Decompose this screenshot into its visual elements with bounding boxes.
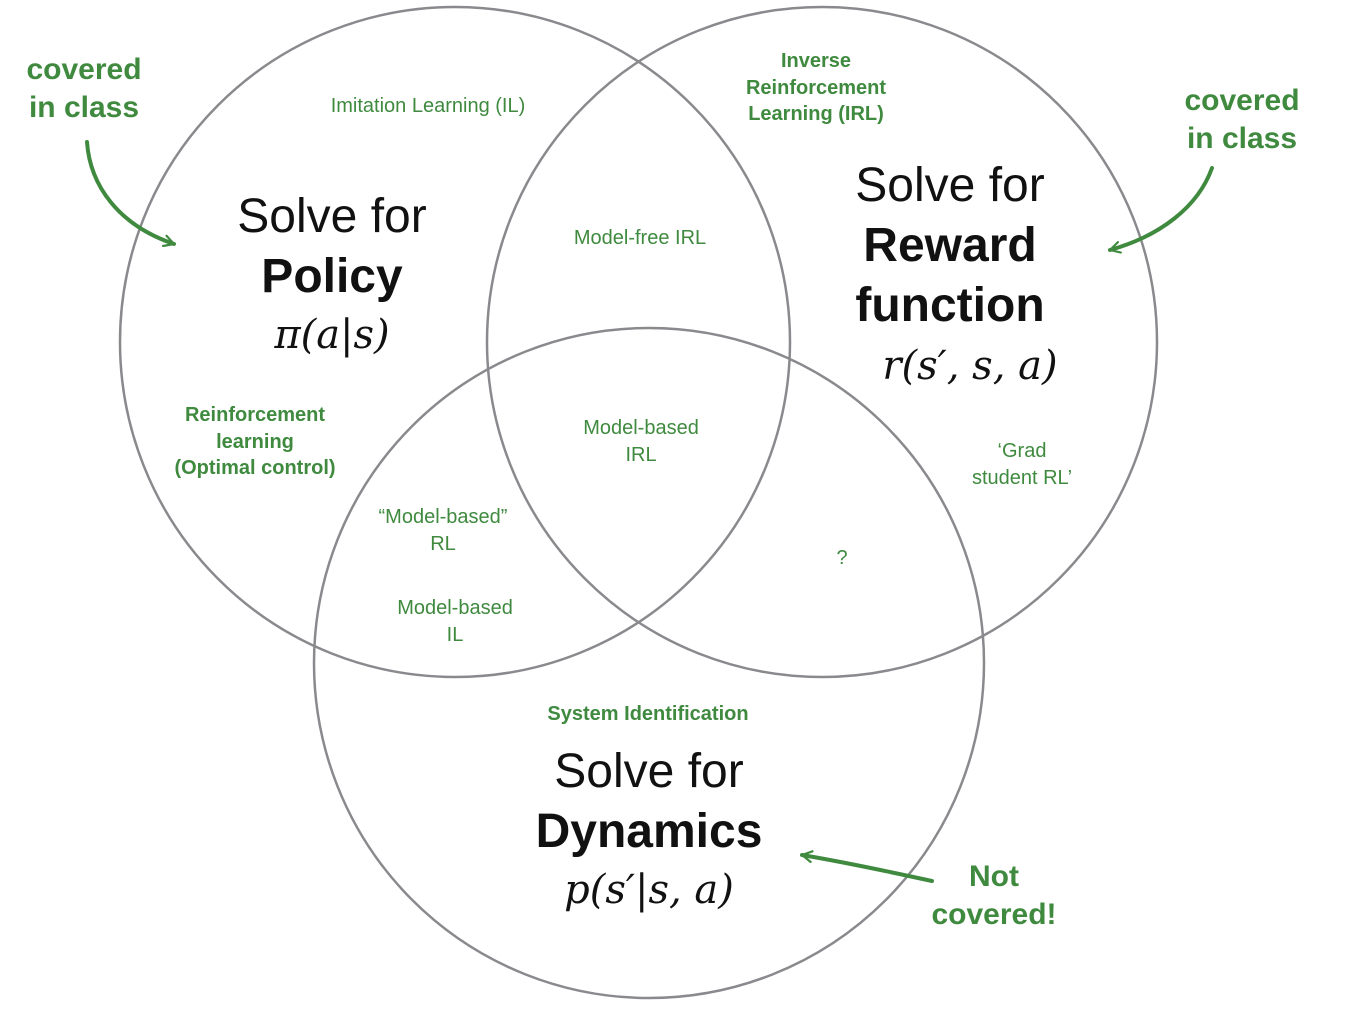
left-arrow-icon	[85, 140, 176, 248]
policy-title: Policy	[261, 250, 403, 303]
region-model-based-rl: “Model-based” RL	[378, 506, 508, 555]
region-inverse-rl: Inverse Reinforcement Learning (IRL)	[745, 50, 887, 126]
dynamics-formula: p(s′|s, a)	[564, 867, 734, 913]
dynamics-title: Dynamics	[535, 805, 763, 858]
region-grad-student-rl: ‘Grad student RL’	[971, 440, 1073, 489]
left-covered-note: covered in class	[26, 53, 142, 124]
reward-circle	[485, 5, 1159, 679]
reward-solve-text: Solve for	[855, 159, 1045, 212]
reward-formula: r(s′, s, a)	[882, 343, 1058, 389]
region-model-based-irl: Model-based IRL	[583, 417, 699, 466]
region-unknown: ?	[836, 547, 848, 569]
bottom-arrow-icon	[800, 850, 934, 883]
dynamics-solve-text: Solve for	[554, 745, 744, 798]
region-imitation-learning: Imitation Learning (IL)	[330, 95, 526, 117]
dynamics-block: Solve for Dynamics p(s′|s, a)	[499, 742, 799, 914]
policy-block: Solve for Policy π(a|s)	[202, 187, 462, 359]
not-covered-note: Not covered!	[931, 860, 1057, 931]
dynamics-circle	[312, 326, 986, 1000]
policy-circle	[118, 5, 792, 679]
region-system-identification: System Identification	[547, 703, 749, 725]
region-reinforcement-learning: Reinforcement learning (Optimal control)	[174, 404, 336, 480]
right-arrow-icon	[1108, 166, 1214, 254]
policy-solve-text: Solve for	[237, 190, 427, 243]
reward-block: Solve for Reward function r(s′, s, a)	[810, 156, 1090, 390]
policy-formula: π(a|s)	[274, 312, 390, 358]
reward-title: Reward function	[855, 219, 1045, 332]
right-covered-note: covered in class	[1184, 84, 1300, 155]
region-model-free-irl: Model-free IRL	[573, 227, 707, 249]
region-model-based-il: Model-based IL	[397, 597, 513, 646]
